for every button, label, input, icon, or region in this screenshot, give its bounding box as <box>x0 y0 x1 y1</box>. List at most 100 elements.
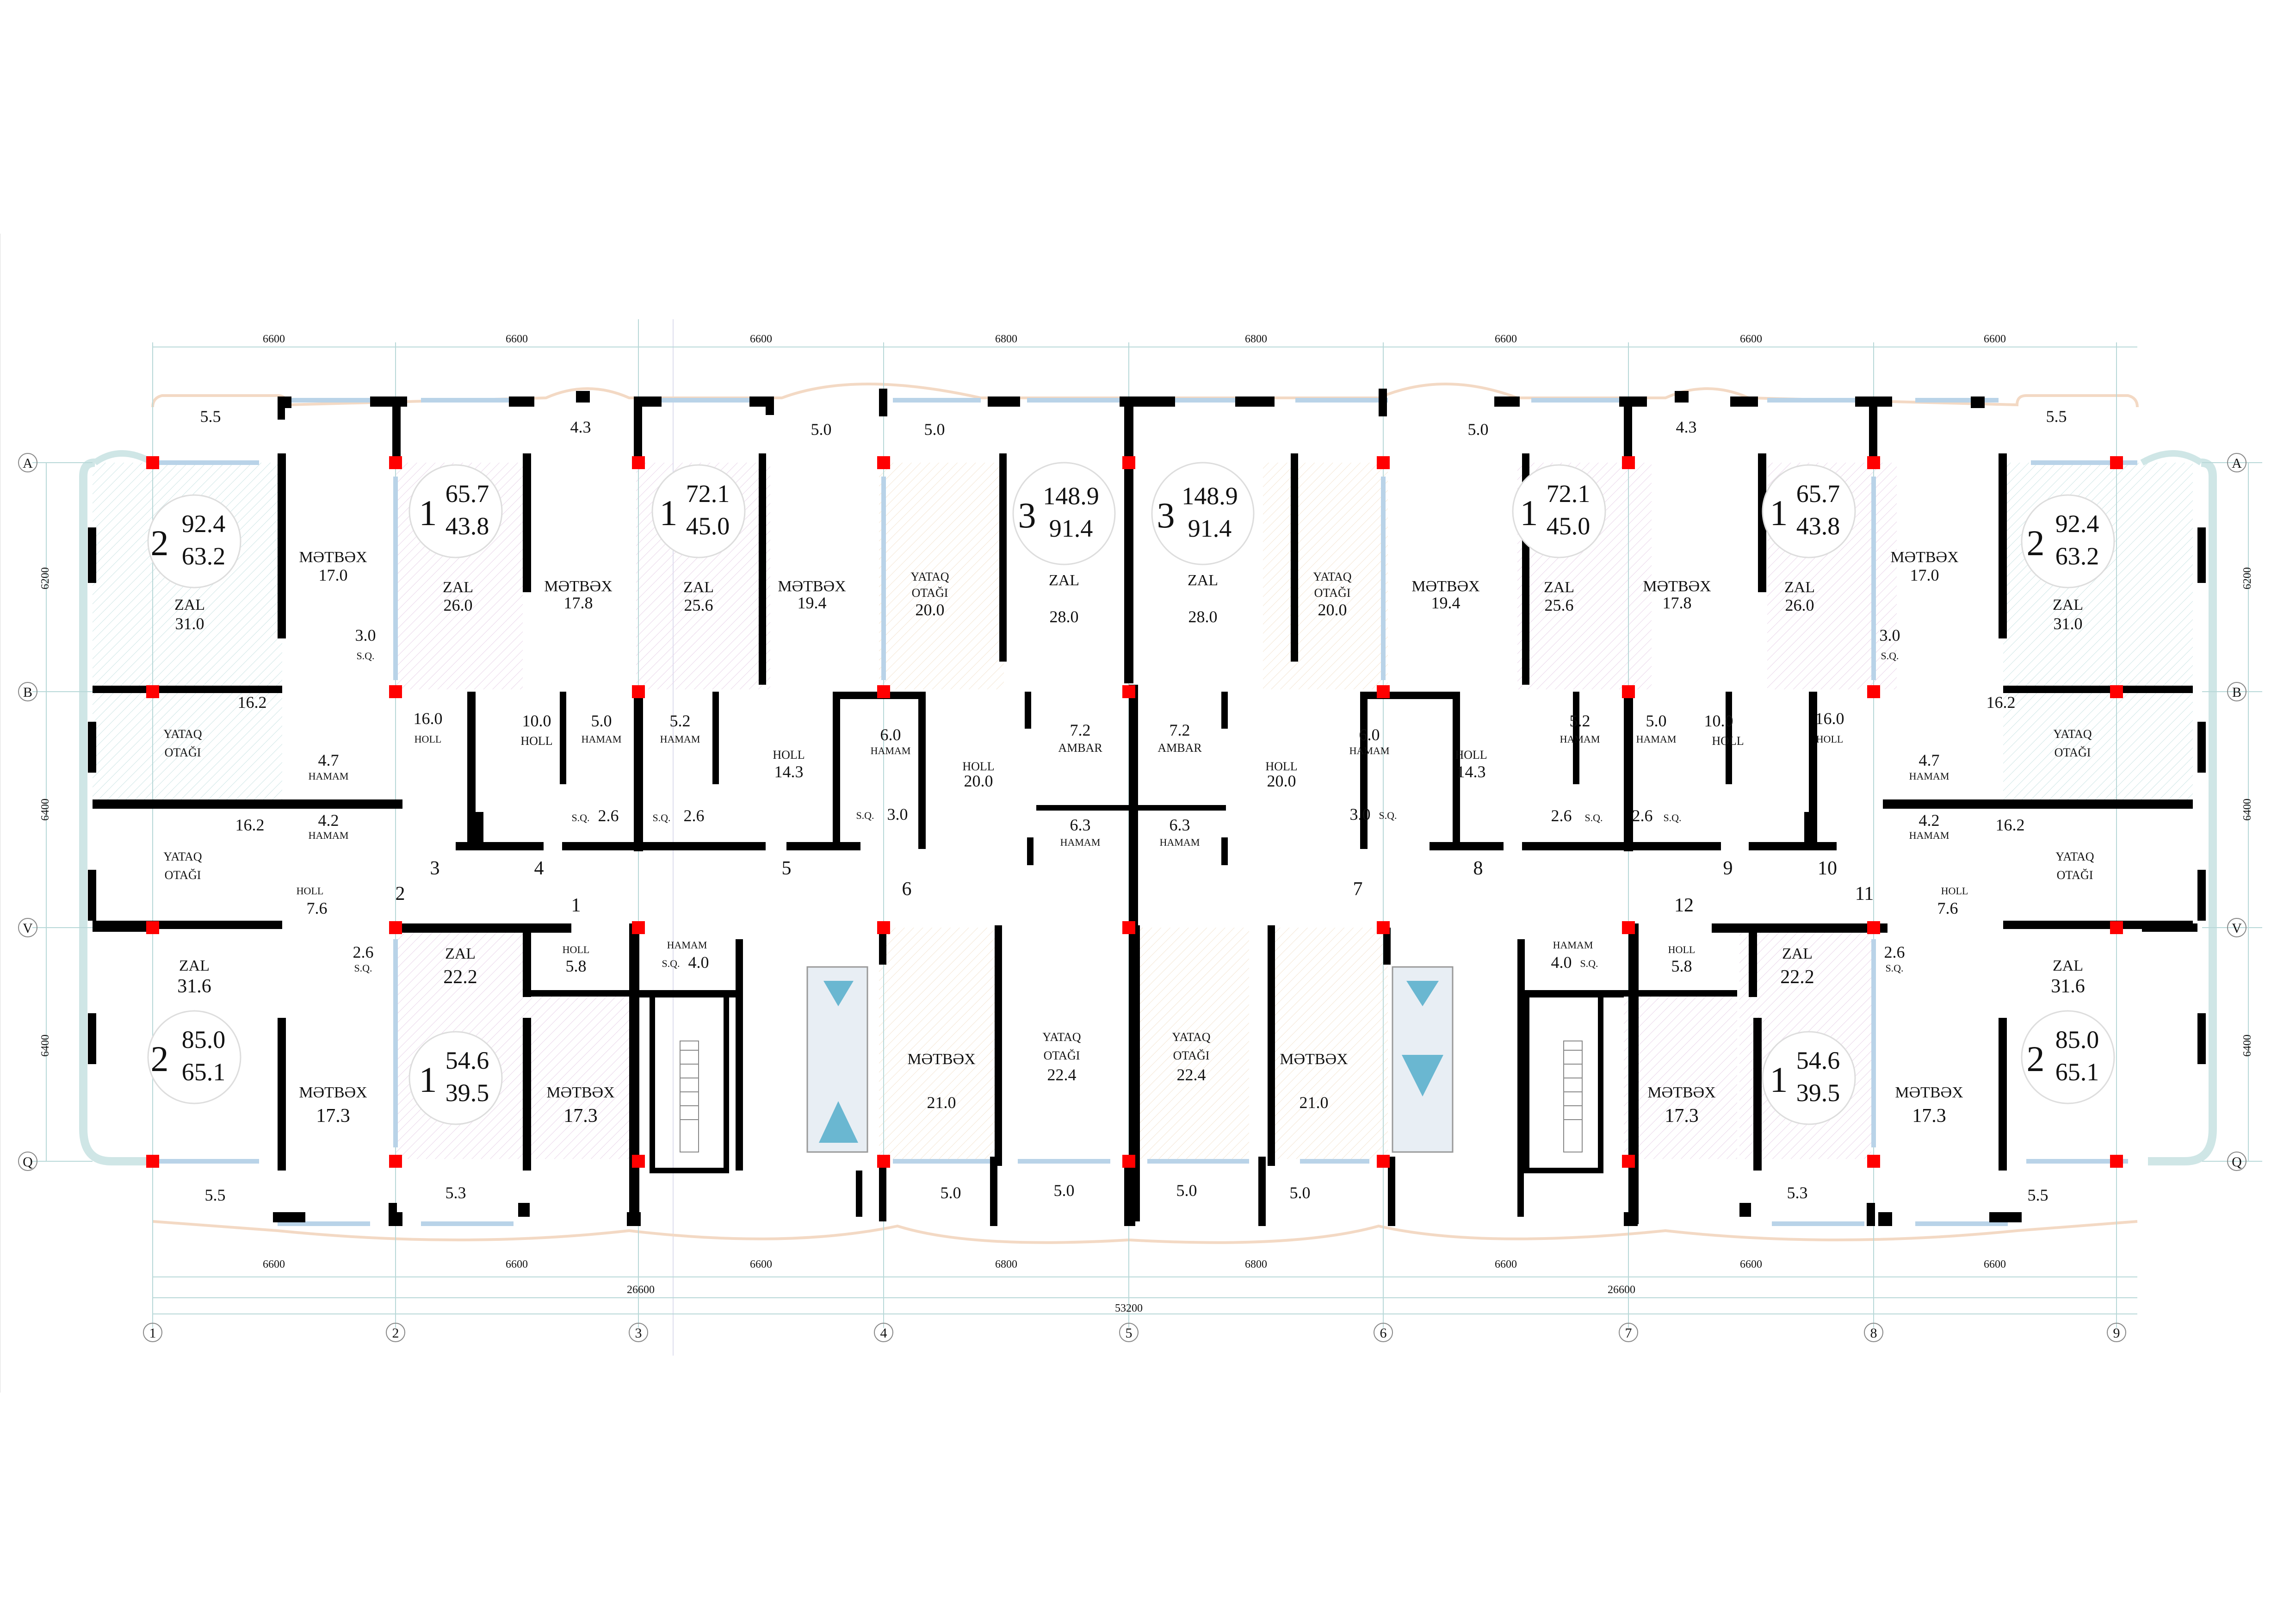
svg-text:16.2: 16.2 <box>235 816 265 834</box>
svg-text:HAMAM: HAMAM <box>1349 745 1390 756</box>
svg-text:21.0: 21.0 <box>927 1093 956 1112</box>
svg-text:7: 7 <box>1353 879 1363 900</box>
svg-text:6600: 6600 <box>263 1258 285 1270</box>
svg-text:HAMAM: HAMAM <box>660 733 700 745</box>
svg-text:B: B <box>2232 685 2241 700</box>
svg-text:72.1: 72.1 <box>1547 480 1590 508</box>
svg-text:10.0: 10.0 <box>522 712 551 730</box>
svg-text:AMBAR: AMBAR <box>1058 741 1102 755</box>
svg-text:22.4: 22.4 <box>1047 1065 1077 1084</box>
svg-text:MƏTBƏX: MƏTBƏX <box>1643 578 1711 595</box>
svg-text:19.4: 19.4 <box>798 594 827 612</box>
svg-text:YATAQ: YATAQ <box>1313 570 1351 583</box>
svg-text:2: 2 <box>2027 523 2045 563</box>
svg-text:OTAĞI: OTAĞI <box>1044 1049 1080 1062</box>
svg-text:HAMAM: HAMAM <box>1060 836 1101 848</box>
svg-text:HOLL: HOLL <box>1455 748 1487 762</box>
svg-text:31.0: 31.0 <box>2054 614 2083 633</box>
svg-text:S.Q.: S.Q. <box>856 810 874 821</box>
apartment-1: 1 65.7 43.8 <box>419 480 489 540</box>
svg-text:S.Q.: S.Q. <box>1881 650 1899 662</box>
svg-text:28.0: 28.0 <box>1050 607 1079 626</box>
svg-text:12: 12 <box>1674 895 1694 916</box>
svg-text:YATAQ: YATAQ <box>910 570 949 583</box>
svg-text:16.2: 16.2 <box>1987 693 2016 712</box>
svg-text:54.6: 54.6 <box>446 1047 489 1074</box>
svg-text:8: 8 <box>1473 858 1483 879</box>
svg-text:2: 2 <box>151 523 169 563</box>
svg-text:S.Q.: S.Q. <box>1580 958 1598 969</box>
svg-text:ZAL: ZAL <box>683 579 714 596</box>
svg-text:3.0: 3.0 <box>887 805 908 824</box>
svg-text:11: 11 <box>1855 883 1874 904</box>
svg-text:8: 8 <box>1870 1326 1877 1341</box>
svg-text:2.6: 2.6 <box>1632 806 1653 825</box>
svg-text:5.2: 5.2 <box>670 712 691 730</box>
svg-text:6400: 6400 <box>2241 799 2253 821</box>
svg-text:MƏTBƏX: MƏTBƏX <box>1411 578 1479 595</box>
svg-text:HAMAM: HAMAM <box>871 745 911 756</box>
svg-text:OTAĞI: OTAĞI <box>165 746 201 759</box>
balcony-labels: 5.5 4.3 5.0 5.0 5.0 4.3 5.5 5.5 5.3 5.0 … <box>200 407 2067 1204</box>
svg-text:2: 2 <box>392 1326 399 1341</box>
svg-text:HOLL: HOLL <box>1941 885 1968 897</box>
svg-text:B: B <box>23 685 32 700</box>
svg-text:20.0: 20.0 <box>964 772 993 790</box>
apartment-3: 3 148.9 91.4 <box>1018 482 1099 542</box>
svg-text:OTAĞI: OTAĞI <box>165 868 201 882</box>
svg-text:YATAQ: YATAQ <box>163 727 202 741</box>
svg-text:16.2: 16.2 <box>238 693 267 712</box>
svg-text:OTAĞI: OTAĞI <box>2057 868 2093 882</box>
svg-text:7.6: 7.6 <box>307 899 328 917</box>
svg-text:2.6: 2.6 <box>1884 943 1905 961</box>
svg-text:1: 1 <box>419 1059 437 1100</box>
staircase-right <box>1524 992 1603 1173</box>
svg-text:ZAL: ZAL <box>2053 596 2083 613</box>
svg-text:MƏTBƏX: MƏTBƏX <box>1280 1051 1348 1068</box>
svg-text:6600: 6600 <box>1495 1258 1517 1270</box>
svg-text:6: 6 <box>1380 1326 1387 1341</box>
svg-text:43.8: 43.8 <box>446 512 489 540</box>
svg-text:1: 1 <box>660 493 678 533</box>
svg-text:31.6: 31.6 <box>177 976 211 997</box>
svg-text:HAMAM: HAMAM <box>309 830 349 841</box>
svg-text:17.3: 17.3 <box>316 1105 350 1127</box>
svg-text:YATAQ: YATAQ <box>2053 727 2092 741</box>
room-fills <box>93 463 2193 1159</box>
svg-text:17.8: 17.8 <box>564 594 593 612</box>
svg-text:ZAL: ZAL <box>1188 572 1218 589</box>
svg-text:85.0: 85.0 <box>182 1026 226 1053</box>
svg-text:5.5: 5.5 <box>2046 407 2067 426</box>
svg-text:HAMAM: HAMAM <box>582 733 622 745</box>
svg-text:MƏTBƏX: MƏTBƏX <box>907 1051 975 1068</box>
svg-text:26600: 26600 <box>627 1284 655 1296</box>
elevator-left <box>806 966 868 1153</box>
apartment-6: 1 65.7 43.8 <box>1770 480 1840 540</box>
svg-text:2.6: 2.6 <box>684 806 705 825</box>
svg-text:4.3: 4.3 <box>1676 418 1697 436</box>
svg-text:6600: 6600 <box>750 333 772 345</box>
svg-text:6400: 6400 <box>39 1035 51 1057</box>
svg-text:HOLL: HOLL <box>773 748 805 762</box>
svg-text:20.0: 20.0 <box>916 601 945 619</box>
svg-text:5.8: 5.8 <box>566 957 587 975</box>
svg-text:5.0: 5.0 <box>941 1183 961 1202</box>
svg-text:MƏTBƏX: MƏTBƏX <box>299 1084 367 1101</box>
svg-text:148.9: 148.9 <box>1043 482 1099 510</box>
svg-text:4.7: 4.7 <box>1919 751 1940 769</box>
svg-text:S.Q.: S.Q. <box>1663 812 1681 824</box>
svg-text:5.5: 5.5 <box>2028 1186 2048 1204</box>
svg-text:6600: 6600 <box>1495 333 1517 345</box>
svg-text:25.6: 25.6 <box>1545 596 1574 614</box>
svg-text:26.0: 26.0 <box>444 596 473 614</box>
svg-text:6.0: 6.0 <box>1359 725 1380 744</box>
dimension-labels: 6600 6600 6600 6800 6800 6600 6600 6600 … <box>39 333 2253 1314</box>
svg-text:63.2: 63.2 <box>2055 542 2099 570</box>
svg-text:31.0: 31.0 <box>175 614 204 633</box>
svg-text:28.0: 28.0 <box>1188 607 1218 626</box>
svg-text:2: 2 <box>151 1039 169 1079</box>
svg-text:HOLL: HOLL <box>962 760 994 773</box>
svg-text:S.Q.: S.Q. <box>571 812 589 824</box>
svg-text:ZAL: ZAL <box>445 945 476 962</box>
svg-text:10: 10 <box>1818 858 1837 879</box>
